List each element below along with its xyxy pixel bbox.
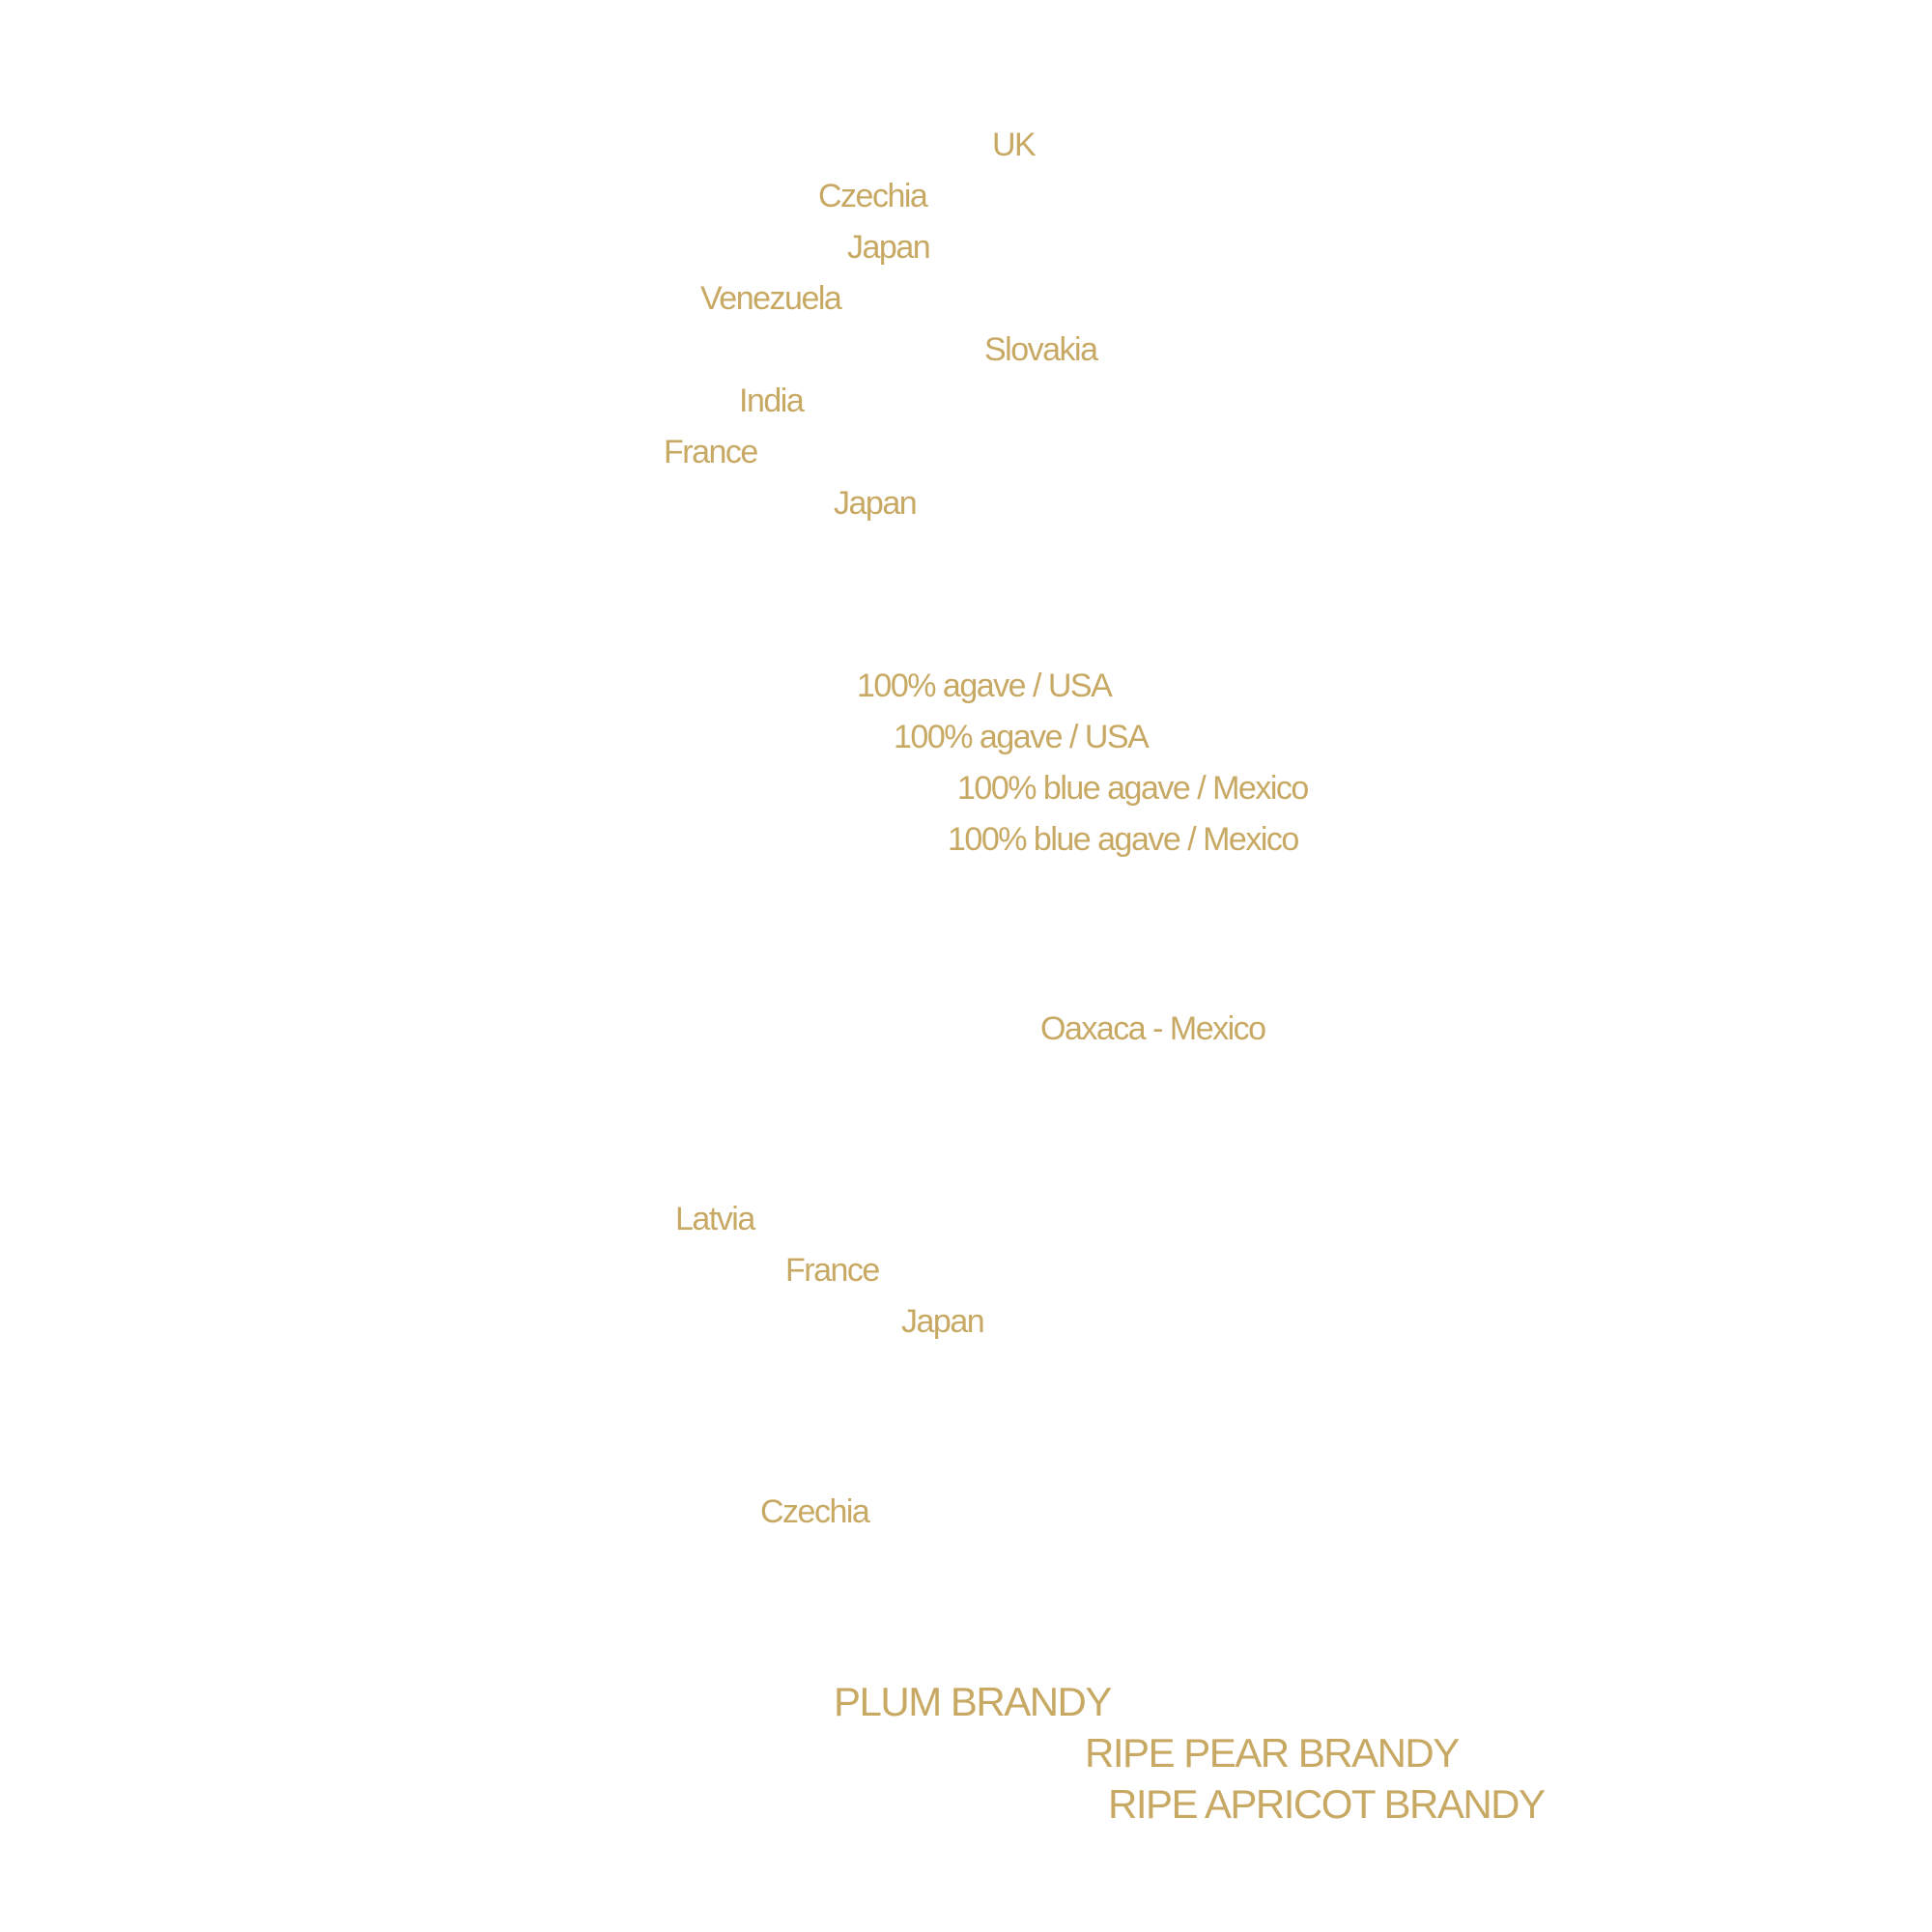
menu-item: 100% blue agave / Mexico [546, 769, 1335, 808]
menu-item: 100% agave / USA [546, 718, 1175, 756]
menu-item: 100% agave / USA [546, 667, 1138, 705]
item-origin: Japan [834, 485, 918, 522]
item-origin: Oaxaca - Mexico [1040, 1010, 1266, 1047]
item-origin: Latvia [675, 1201, 755, 1237]
item-origin: Czechia [818, 178, 928, 214]
item-type: RIPE APRICOT BRANDY [1108, 1781, 1546, 1827]
item-origin: UK [992, 127, 1037, 163]
item-type: PLUM BRANDY [834, 1679, 1112, 1724]
menu-item: Japan [546, 1302, 1010, 1341]
item-origin: 100% blue agave / Mexico [948, 821, 1299, 858]
menu-item: Slovakia [546, 330, 1124, 369]
item-origin: France [785, 1252, 880, 1289]
item-origin: 100% blue agave / Mexico [957, 770, 1309, 807]
menu-item: Oaxaca - Mexico [546, 1009, 1293, 1048]
drinks-menu: UK Czechia Japan Venezuela Slovakia Indi… [546, 0, 1898, 1932]
menu-item: France [546, 1251, 906, 1290]
menu-item: RIPE APRICOT BRANDY [546, 1781, 1572, 1828]
menu-item: Japan [546, 484, 943, 523]
item-origin: Japan [847, 229, 931, 266]
menu-item: PLUM BRANDY [546, 1679, 1138, 1725]
menu-item: Latvia [546, 1200, 781, 1238]
item-origin: Venezuela [700, 280, 842, 317]
menu-item: RIPE PEAR BRANDY [546, 1730, 1486, 1776]
item-origin: Japan [901, 1303, 985, 1340]
item-origin: 100% agave / USA [857, 668, 1113, 704]
item-type: RIPE PEAR BRANDY [1085, 1730, 1460, 1776]
menu-item: India [546, 382, 830, 420]
menu-item: Czechia [546, 1492, 895, 1531]
menu-item: France [546, 433, 784, 471]
menu-item: 100% blue agave / Mexico [546, 820, 1325, 859]
menu-item: Japan [546, 228, 956, 267]
menu-item: Czechia [546, 177, 953, 215]
item-origin: Slovakia [984, 331, 1098, 368]
item-origin: 100% agave / USA [894, 719, 1150, 755]
item-origin: France [664, 434, 758, 470]
item-origin: Czechia [760, 1493, 870, 1530]
menu-item: Venezuela [546, 279, 867, 318]
menu-item: UK [546, 126, 1062, 164]
item-origin: India [739, 383, 805, 419]
